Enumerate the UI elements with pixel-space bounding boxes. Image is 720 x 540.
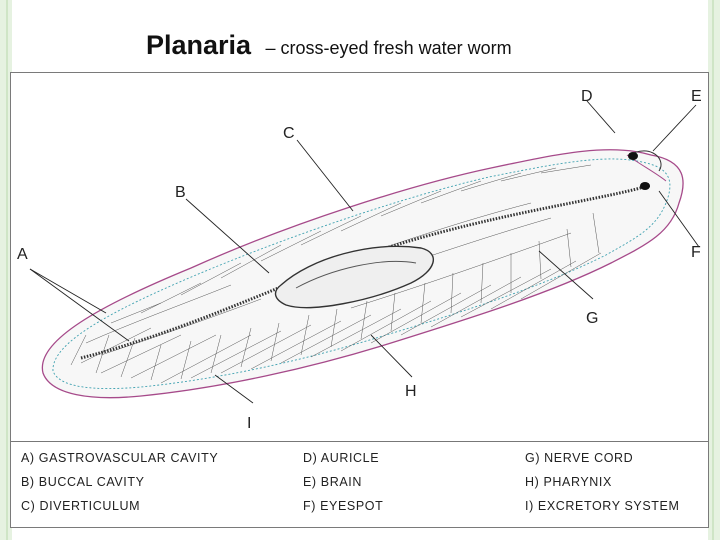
label-c: C [283,125,295,142]
label-i: I [247,415,251,432]
label-e: E [691,88,702,105]
title-subtitle: – cross-eyed fresh water worm [266,38,512,58]
label-f: F [691,244,701,261]
legend-divider [11,441,708,442]
legend-diverticulum: C) DIVERTICULUM [21,499,140,513]
planaria-figure: A B C D E F G H I A) GASTROVASCULAR CAVI… [10,72,709,528]
legend-buccal-cavity: B) BUCCAL CAVITY [21,475,145,489]
legend-pharynix: H) PHARYNIX [525,475,612,489]
legend-gastrovascular-cavity: A) GASTROVASCULAR CAVITY [21,451,218,465]
label-h: H [405,383,417,400]
label-g: G [586,310,598,327]
legend-brain: E) BRAIN [303,475,362,489]
eyespot-left [628,152,638,160]
title-main: Planaria [146,30,251,60]
legend-auricle: D) AURICLE [303,451,379,465]
legend-eyespot: F) EYESPOT [303,499,383,513]
slide-title: Planaria – cross-eyed fresh water worm [146,30,512,61]
legend-nerve-cord: G) NERVE CORD [525,451,633,465]
label-a: A [17,246,28,263]
label-b: B [175,184,186,201]
legend-excretory-system: I) EXCRETORY SYSTEM [525,499,680,513]
eyespot-right [640,182,650,190]
label-d: D [581,88,593,105]
